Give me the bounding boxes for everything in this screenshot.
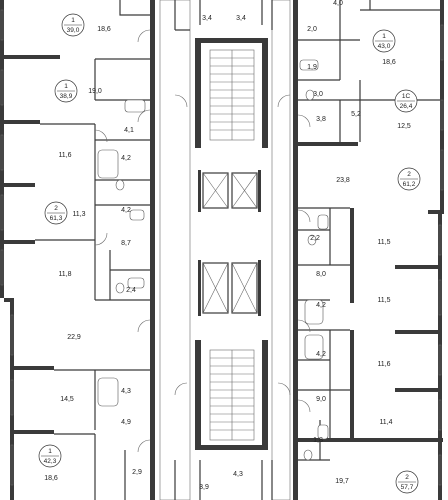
- room-area: 23,8: [336, 177, 350, 184]
- apartment-badge: 1 38,9: [54, 79, 78, 103]
- room-area: 19,7: [335, 478, 349, 485]
- room-area: 4,2: [121, 207, 131, 214]
- room-area: 11,4: [379, 419, 392, 426]
- room-area: 19,0: [88, 88, 102, 95]
- room-area: 11,6: [377, 361, 390, 368]
- apartment-badge: 2 61,3: [44, 201, 68, 225]
- apartment-count: 1: [64, 83, 68, 90]
- room-area: 3,8: [316, 116, 326, 123]
- apartment-area: 39,0: [67, 27, 80, 34]
- partitions: [35, 0, 440, 500]
- apartment-badge: 1С 26,4: [394, 89, 418, 113]
- room-area: 2,2: [310, 235, 320, 242]
- room-area: 8,7: [121, 240, 131, 247]
- apartment-count: 1: [71, 17, 75, 24]
- room-area: 18,6: [44, 475, 58, 482]
- room-area: 14,5: [60, 396, 74, 403]
- room-area: 4,2: [121, 155, 131, 162]
- room-area: 4,2: [316, 302, 326, 309]
- room-area: 4,3: [121, 388, 131, 395]
- room-area: 11,3: [72, 211, 85, 218]
- apartment-count: 1: [382, 33, 386, 40]
- apartment-area: 61,2: [403, 181, 416, 188]
- apartment-badge: 1 39,0: [61, 13, 85, 37]
- room-area: 9,0: [316, 396, 326, 403]
- room-area: 2,4: [126, 287, 136, 294]
- apartment-count: 1: [48, 448, 52, 455]
- room-area: 11,5: [377, 297, 390, 304]
- apartment-count: 2: [407, 171, 411, 178]
- apartment-area: 42,3: [44, 458, 57, 465]
- room-area: 4,0: [333, 0, 343, 7]
- apartment-badge: 2 61,2: [397, 167, 421, 191]
- room-area: 11,8: [58, 271, 71, 278]
- room-area: 3,0: [313, 91, 323, 98]
- room-area: 18,6: [97, 26, 111, 33]
- apartment-area: 57,7: [401, 484, 414, 491]
- room-area: 3,4: [202, 15, 212, 22]
- room-area: 22,9: [67, 334, 81, 341]
- room-area: 1,9: [307, 64, 317, 71]
- room-area: 1,8: [313, 437, 323, 444]
- apartment-area: 43,0: [378, 43, 391, 50]
- room-area: 2,9: [132, 469, 142, 476]
- room-area: 3,4: [236, 15, 246, 22]
- apartment-area: 61,3: [50, 215, 63, 222]
- apartment-badge: 1 42,3: [38, 444, 62, 468]
- apartment-badge: 2 57,7: [395, 470, 419, 494]
- apartment-count: 2: [405, 474, 409, 481]
- apartment-area: 38,9: [60, 93, 73, 100]
- apartment-badge: 1 43,0: [372, 29, 396, 53]
- room-area: 3,9: [199, 484, 209, 491]
- apartment-area: 26,4: [400, 103, 413, 110]
- apartment-badges: 1 39,0 1 38,9 2 61,3 1 42,3 1 43,0: [38, 13, 421, 494]
- apartment-count: 1С: [402, 93, 411, 100]
- room-area: 11,6: [58, 152, 71, 159]
- room-area: 4,9: [121, 419, 131, 426]
- room-area: 2,0: [307, 26, 317, 33]
- room-area: 4,3: [233, 471, 243, 478]
- room-area: 8,0: [316, 271, 326, 278]
- room-area: 11,5: [377, 239, 390, 246]
- room-labels: 18,6 19,0 4,1 11,6 4,2 4,2 11,3 8,7 11,8…: [44, 0, 411, 491]
- room-area: 12,5: [397, 123, 411, 130]
- room-area: 4,2: [316, 351, 326, 358]
- room-area: 18,6: [382, 59, 396, 66]
- apartment-count: 2: [54, 205, 58, 212]
- room-area: 5,2: [351, 111, 361, 118]
- room-area: 4,1: [124, 127, 134, 134]
